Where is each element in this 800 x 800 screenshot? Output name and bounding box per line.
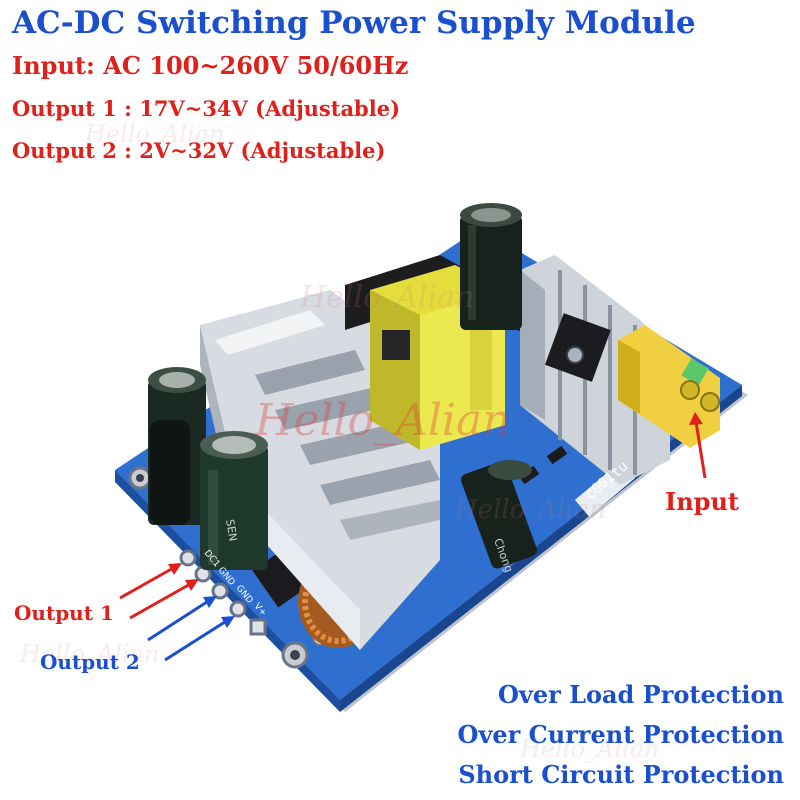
watermark-center: Hello_Alian	[255, 395, 511, 446]
capacitor-right-front	[461, 460, 537, 569]
cap-series-mark: SEN	[223, 518, 240, 542]
watermark: Hello_Alian	[300, 280, 475, 315]
output-pins	[179, 549, 267, 636]
watermark: Hello_Alian	[455, 495, 606, 525]
protection-item: Short Circuit Protection	[458, 760, 784, 789]
input-arrow	[689, 412, 707, 479]
capacitor-front	[200, 431, 268, 570]
capacitor-left	[148, 367, 206, 525]
protection-item: Over Current Protection	[457, 720, 784, 749]
capacitor-back	[460, 203, 522, 330]
output1-label: Output 1	[14, 601, 114, 625]
watermark: Hello_Alian	[520, 735, 660, 763]
input-spec: Input: AC 100~260V 50/60Hz	[12, 51, 409, 80]
product-title: AC-DC Switching Power Supply Module	[12, 5, 696, 41]
output2-spec: Output 2 : 2V~32V (Adjustable)	[12, 138, 386, 163]
output2-arrows	[147, 596, 235, 662]
watermark: Hello_Alian	[20, 640, 160, 668]
output1-spec: Output 1 : 17V~34V (Adjustable)	[12, 96, 401, 121]
watermark: Hello_Alian	[85, 120, 225, 148]
input-label: Input	[665, 487, 739, 516]
protection-item: Over Load Protection	[497, 680, 784, 709]
output2-label: Output 2	[40, 650, 140, 674]
output1-arrows	[119, 563, 199, 620]
heatsink-small	[520, 255, 670, 485]
